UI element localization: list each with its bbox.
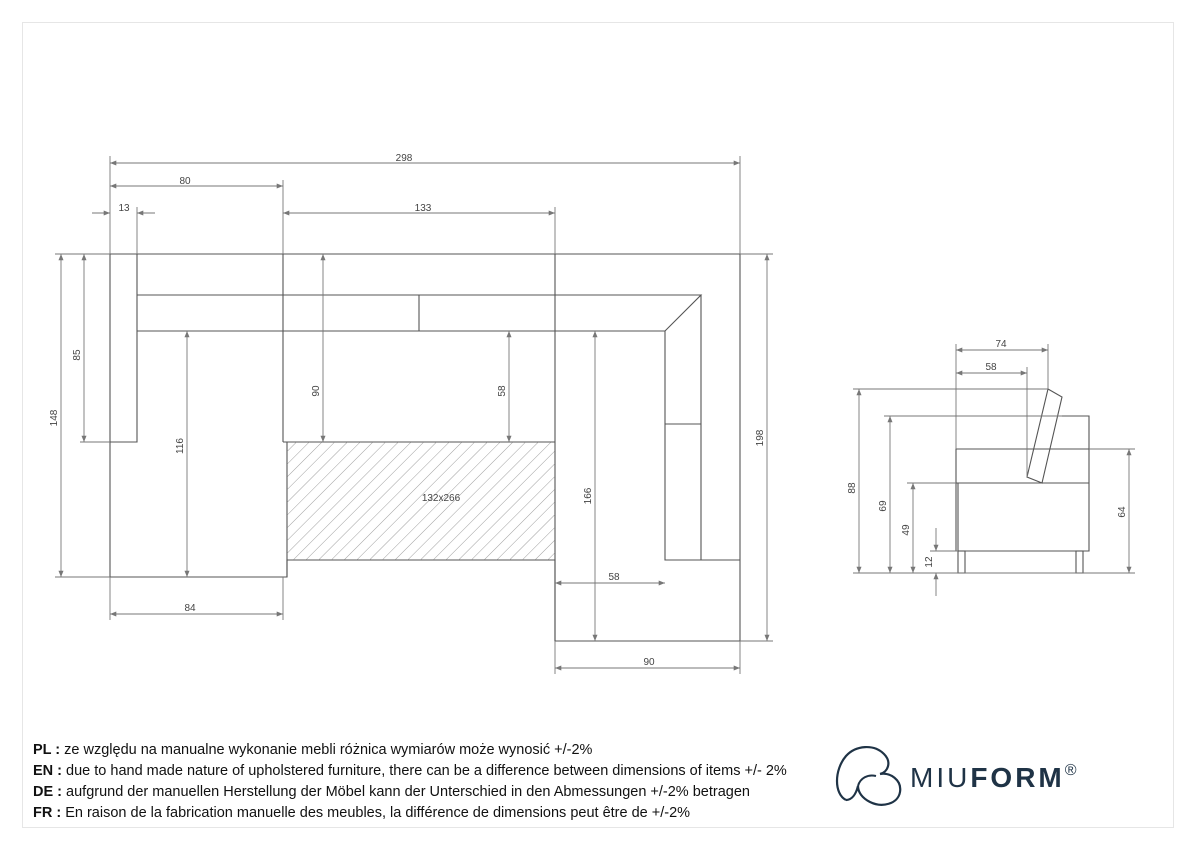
brand-name-light: MIU: [910, 762, 971, 793]
dim-seat-depth-right: 58: [497, 385, 508, 397]
dim-left-height: 148: [49, 409, 60, 426]
dim-right-inner-width: 58: [608, 572, 620, 583]
brand-name-bold: FORM: [970, 762, 1065, 793]
note-lang: DE :: [33, 784, 62, 800]
note-text: ze względu na manualne wykonanie mebli r…: [64, 742, 593, 758]
note-de: DE : aufgrund der manuellen Herstellung …: [33, 782, 813, 803]
dimension-lines: [55, 156, 773, 674]
dim-side-depth-total: 74: [995, 339, 1007, 350]
note-en: EN : due to hand made nature of upholste…: [33, 761, 813, 782]
side-dimension-lines: [853, 344, 1135, 596]
bed-area-hatch: [287, 442, 555, 560]
dim-side-seat-height: 49: [901, 524, 912, 536]
dim-arm-thickness: 13: [118, 203, 130, 214]
drawing-frame: [22, 22, 1174, 828]
dim-arm-depth: 85: [72, 349, 83, 361]
dim-middle-depth: 90: [311, 385, 322, 397]
dim-middle-width: 133: [415, 203, 432, 214]
note-text: En raison de la fabrication manuelle des…: [65, 805, 691, 821]
registered-mark: ®: [1064, 762, 1077, 779]
note-text: aufgrund der manuellen Herstellung der M…: [66, 784, 750, 800]
brand-name: MIUFORM®: [910, 762, 1077, 794]
note-text: due to hand made nature of upholstered f…: [66, 763, 787, 779]
dim-left-bottom-width: 84: [184, 603, 196, 614]
dim-side-leg-height: 12: [924, 556, 935, 568]
dim-right-height: 198: [755, 429, 766, 446]
logo-mark-icon: [835, 746, 902, 806]
dim-side-height-total: 88: [847, 482, 858, 494]
note-lang: EN :: [33, 763, 62, 779]
dim-total-width: 298: [396, 153, 413, 164]
dim-right-seat-length: 166: [583, 487, 594, 504]
dim-left-arm-width: 80: [179, 176, 191, 187]
note-lang: PL :: [33, 742, 61, 758]
dim-side-arm-height: 69: [878, 500, 889, 512]
sofa-side-view: [955, 388, 1090, 574]
sofa-top-view: [109, 253, 741, 642]
note-fr: FR : En raison de la fabrication manuell…: [33, 803, 813, 824]
dim-side-seat-depth: 58: [985, 362, 997, 373]
dim-chaise-length: 116: [175, 438, 186, 454]
dim-bed-size: 132x266: [422, 493, 461, 504]
dim-right-bottom-width: 90: [643, 657, 655, 668]
tolerance-notes: PL : ze względu na manualne wykonanie me…: [33, 740, 813, 824]
note-pl: PL : ze względu na manualne wykonanie me…: [33, 740, 813, 761]
note-lang: FR :: [33, 805, 62, 821]
dim-side-height: 64: [1117, 506, 1128, 518]
brand-logo: MIUFORM®: [832, 742, 1162, 808]
